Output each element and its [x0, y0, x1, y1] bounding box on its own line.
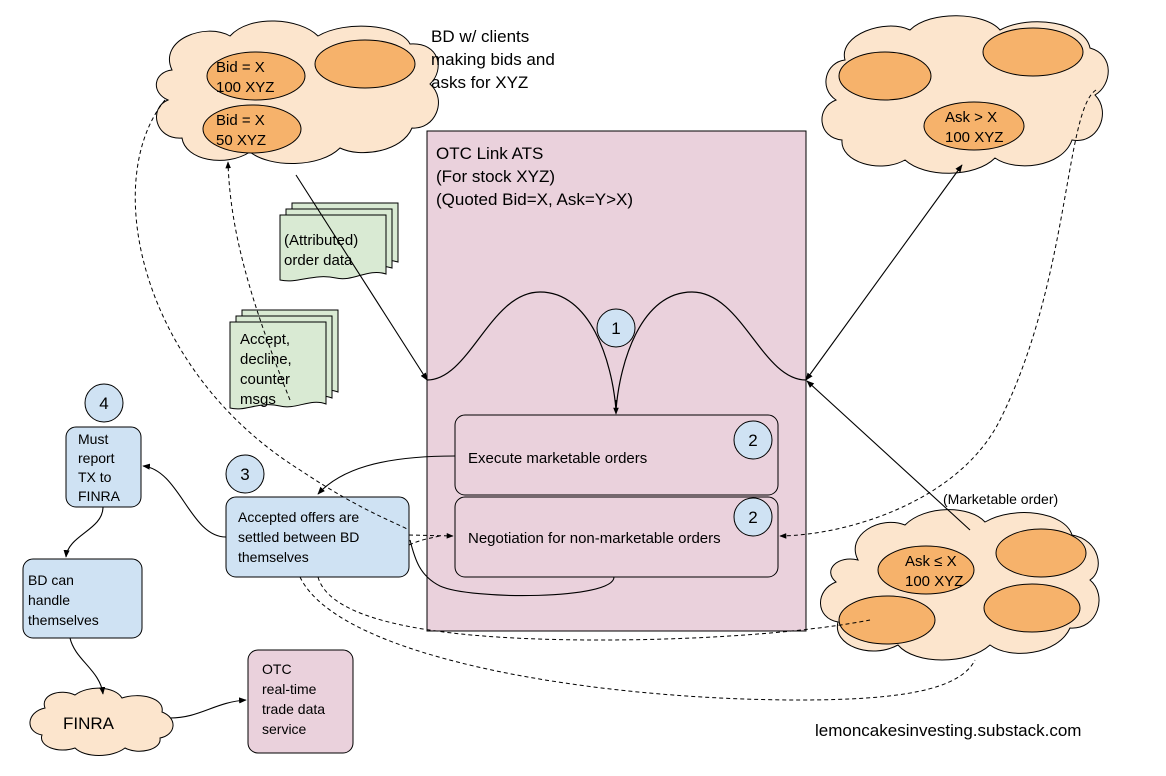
otc-service-line-1: OTC	[262, 661, 292, 677]
step-number-1: 1	[611, 319, 620, 338]
order-data-to-ats-arrow	[295, 174, 428, 381]
messages-line-4: msgs	[240, 391, 276, 408]
step-circle-1	[596, 308, 636, 348]
step-circle-3	[225, 454, 265, 494]
finra-to-otc-service-arrow	[169, 697, 247, 719]
order-data-line-1: (Attributed)	[284, 232, 358, 249]
settled-to-negotiate-dashed-arrow	[408, 533, 454, 539]
execute-box	[454, 414, 779, 496]
ats-title-line-2: (For stock XYZ)	[436, 167, 555, 186]
ask-above-line-1: Ask > X	[945, 109, 997, 126]
report-line-3: TX to	[78, 469, 112, 485]
bid-order-1-line-2: 100 XYZ	[216, 79, 274, 96]
ask-client-ellipse-5	[983, 583, 1081, 633]
step-circle-2-execute	[733, 420, 773, 460]
negotiate-label: Negotiation for non-marketable orders	[468, 530, 721, 547]
messages-line-2: decline,	[240, 351, 292, 368]
otc-service-box	[247, 649, 354, 754]
step-circle-4	[84, 383, 124, 423]
messages-to-bid-cloud-dashed-arrow	[225, 161, 291, 401]
handle-line-3: themselves	[28, 612, 99, 628]
messages-line-3: counter	[240, 371, 290, 388]
ask-client-ellipse-3	[995, 528, 1087, 578]
bid-order-ellipse-2	[202, 104, 302, 154]
ask-below-line-1: Ask ≤ X	[905, 553, 957, 570]
bid-order-2-line-1: Bid = X	[216, 112, 265, 129]
ask-below-ellipse	[877, 545, 975, 595]
negotiate-loop-arrow	[409, 539, 615, 597]
finra-cloud	[29, 687, 174, 756]
ask-below-to-ats-arrow	[806, 380, 971, 531]
bid-cloud-to-settled-dashed-path	[134, 99, 410, 531]
execute-to-settled-arrow	[317, 455, 456, 495]
settled-to-ask-above-dashed-path	[408, 535, 441, 546]
settled-line-3: themselves	[238, 549, 309, 565]
bd-clients-label-3: asks for XYZ	[431, 73, 528, 92]
handle-line-1: BD can	[28, 572, 74, 588]
step-circle-2-negotiate	[733, 497, 773, 537]
settled-line-1: Accepted offers are	[238, 509, 359, 525]
report-line-2: report	[78, 450, 115, 466]
ats-title-line-1: OTC Link ATS	[436, 144, 543, 163]
ask-below-line-2: 100 XYZ	[905, 573, 963, 590]
messages-line-1: Accept,	[240, 331, 290, 348]
settled-to-ask-below-dashed-path-1	[317, 576, 871, 641]
messages-document-stack	[229, 309, 339, 410]
report-line-1: Must	[78, 431, 108, 447]
bd-clients-cloud-top-left	[156, 20, 439, 165]
bid-order-ellipse-1	[206, 51, 306, 101]
bid-order-2-line-2: 50 XYZ	[216, 132, 266, 149]
settled-to-report-arrow	[142, 463, 227, 538]
report-line-4: FINRA	[78, 488, 121, 504]
otc-service-line-4: service	[262, 721, 307, 737]
handle-line-2: handle	[28, 592, 70, 608]
client-order-ellipse-empty	[314, 39, 416, 89]
ask-above-line-2: 100 XYZ	[945, 129, 1003, 146]
otc-service-line-2: real-time	[262, 681, 317, 697]
step-number-2-execute: 2	[748, 431, 757, 450]
step-number-4: 4	[99, 394, 108, 413]
otc-service-line-3: trade data	[262, 701, 325, 717]
step-number-2-negotiate: 2	[748, 508, 757, 527]
negotiate-box	[454, 496, 779, 578]
settled-to-ask-below-dashed-path-2	[299, 576, 976, 701]
report-to-handle-arrow	[63, 506, 104, 558]
settled-line-2: settled between BD	[238, 529, 359, 545]
ask-client-ellipse-1	[838, 51, 932, 101]
ats-to-ask-above-arrow	[805, 164, 963, 381]
ats-title-line-3: (Quoted Bid=X, Ask=Y>X)	[436, 190, 633, 209]
bid-order-1-line-1: Bid = X	[216, 59, 265, 76]
marketable-order-label: (Marketable order)	[943, 491, 1058, 507]
top-right-to-negotiate-dashed-arrow	[779, 89, 1097, 539]
handle-to-finra-arrow	[69, 637, 106, 695]
ask-client-ellipse-2	[982, 27, 1084, 77]
finra-label: FINRA	[63, 714, 115, 733]
handle-box	[22, 558, 143, 639]
step-number-3: 3	[240, 465, 249, 484]
bd-clients-label-2: making bids and	[431, 50, 555, 69]
bd-clients-label-1: BD w/ clients	[431, 27, 529, 46]
footer-credit: lemoncakesinvesting.substack.com	[815, 721, 1081, 740]
order-data-line-2: order data	[284, 252, 353, 269]
execute-label: Execute marketable orders	[468, 450, 647, 467]
ask-above-ellipse	[923, 101, 1025, 151]
ask-client-ellipse-4	[838, 595, 936, 645]
